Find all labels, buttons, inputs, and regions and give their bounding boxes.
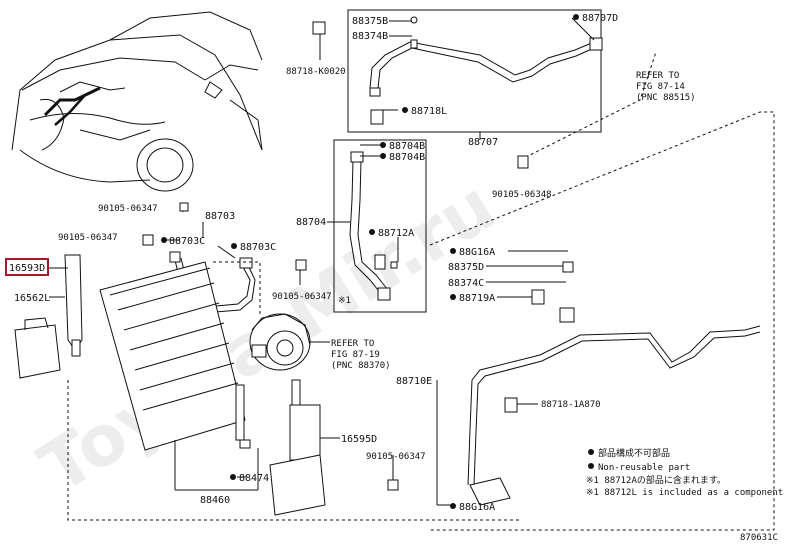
legend-nonreusable: Non-reusable part — [598, 463, 690, 473]
refer-text-1a: REFER TO — [636, 71, 679, 81]
label-90105-06347-b[interactable]: 90105-06347 — [98, 204, 158, 214]
label-88704[interactable]: 88704 — [296, 217, 326, 228]
nonreusable-dot-88474 — [230, 474, 236, 480]
label-88718-K0020[interactable]: 88718-K0020 — [286, 67, 346, 77]
region-outline-right — [429, 111, 775, 531]
nonreusable-dot-88712A — [369, 229, 375, 235]
label-88703[interactable]: 88703 — [205, 211, 235, 222]
label-88703C-1[interactable]: 88703C — [169, 236, 205, 247]
nonreusable-dot-88703C-1 — [161, 237, 167, 243]
label-16595D[interactable]: 16595D — [341, 434, 377, 445]
legend-note-jp: ※1 88712Aの部品に含まれます。 — [586, 474, 726, 486]
nonreusable-dot-88707D — [573, 14, 579, 20]
legend: 部品構成不可部品 Non-reusable part ※1 88712Aの部品に… — [586, 447, 783, 498]
label-88703C-2[interactable]: 88703C — [240, 242, 276, 253]
label-88712A[interactable]: 88712A — [378, 228, 414, 239]
label-90105-06347-c[interactable]: 90105-06347 — [58, 233, 118, 243]
label-88719A[interactable]: 88719A — [459, 293, 495, 304]
nonreusable-dot-88704B-1 — [380, 142, 386, 148]
nonreusable-dot-88716A-1 — [450, 248, 456, 254]
label-88718-1A870[interactable]: 88718-1A870 — [541, 400, 601, 410]
condenser-illustration — [99, 261, 251, 451]
marker-x1: ※1 — [338, 296, 351, 306]
region-outline-left — [67, 380, 520, 521]
highlight-16593D — [5, 258, 49, 276]
car-front-illustration — [11, 11, 263, 192]
ref-dash-top — [519, 51, 657, 161]
label-88704B-1[interactable]: 88704B — [389, 141, 425, 152]
label-90105-06347-d[interactable]: 90105-06347 — [366, 452, 426, 462]
label-90105-06347-a[interactable]: 90105-06347 — [272, 292, 332, 302]
label-88710E[interactable]: 88710E — [396, 376, 432, 387]
label-88474[interactable]: 88474 — [239, 473, 269, 484]
labels: 88375B 88374B 88718-K0020 88707D 88718L … — [5, 13, 696, 513]
leader-lines — [49, 17, 595, 506]
refer-text-2b[interactable]: FIG 87-19 — [331, 350, 380, 360]
label-88707D[interactable]: 88707D — [582, 13, 618, 24]
receiver-16562L-illustration — [14, 317, 61, 379]
label-88374B[interactable]: 88374B — [352, 31, 388, 42]
figure-code: 870631C — [740, 533, 778, 543]
label-88704B-2[interactable]: 88704B — [389, 152, 425, 163]
nonreusable-dot-88704B-2 — [380, 153, 386, 159]
refer-text-2a: REFER TO — [331, 339, 374, 349]
nonreusable-dot-88703C-2 — [231, 243, 237, 249]
label-88374C[interactable]: 88374C — [448, 278, 484, 289]
label-88716A-1[interactable]: 88G16A — [459, 247, 495, 258]
legend-dot-2 — [588, 463, 594, 469]
label-88460[interactable]: 88460 — [200, 495, 230, 506]
bracket-16595D-illustration — [269, 379, 326, 516]
legend-symbol-jp: 部品構成不可部品 — [598, 447, 670, 459]
hose-88704-group — [333, 139, 427, 313]
label-90105-06348[interactable]: 90105-06348 — [492, 190, 552, 200]
legend-note-en: ※1 88712L is included as a component — [586, 488, 783, 498]
refer-text-1b[interactable]: FIG 87-14 — [636, 82, 685, 92]
bracket-16593D-illustration — [64, 254, 83, 357]
refer-text-2c: (PNC 88370) — [331, 361, 391, 371]
legend-dot-1 — [588, 449, 594, 455]
compressor-illustration — [249, 313, 311, 371]
label-88707[interactable]: 88707 — [468, 137, 498, 148]
nonreusable-dot-88718L — [402, 107, 408, 113]
label-88375D[interactable]: 88375D — [448, 262, 484, 273]
pipe-88710E-group — [467, 261, 761, 506]
fasteners — [142, 21, 529, 491]
nonreusable-dot-88716A-2 — [450, 503, 456, 509]
pipe-88707-group — [347, 9, 603, 133]
label-88716A-2[interactable]: 88G16A — [459, 502, 495, 513]
label-16593D[interactable]: 16593D — [9, 263, 45, 274]
label-88375B[interactable]: 88375B — [352, 16, 388, 27]
nonreusable-dot-88719A — [450, 294, 456, 300]
refer-text-1c: (PNC 88515) — [636, 93, 696, 103]
label-88718L[interactable]: 88718L — [411, 106, 447, 117]
label-16562L[interactable]: 16562L — [14, 293, 50, 304]
